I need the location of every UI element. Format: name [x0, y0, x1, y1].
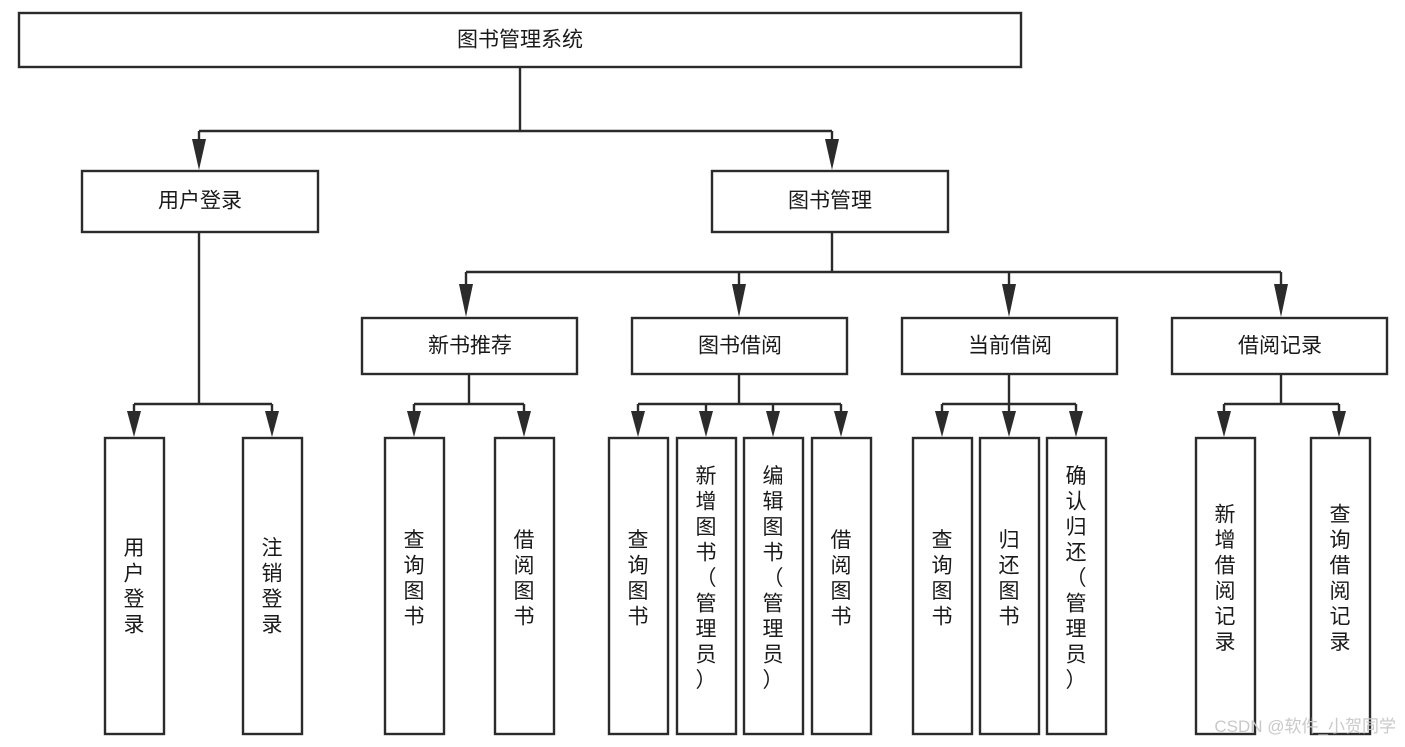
arrow-head-borrow-record	[1274, 284, 1288, 317]
arrow-head-leaf-cur-query-book	[935, 411, 949, 437]
arrow-head-leaf-rec-query-book	[407, 411, 421, 437]
node-current-borrow-label: 当前借阅	[968, 335, 1052, 358]
node-book-manage-label: 图书管理	[788, 190, 872, 213]
arrow-head-leaf-cur-return-book	[1002, 411, 1016, 437]
node-leaf-rec-borrow-book-box[interactable]	[493, 436, 556, 736]
node-leaf-borrow-add-book-box[interactable]	[675, 436, 738, 736]
arrow-head-book-borrow	[732, 284, 746, 317]
node-user-login-label: 用户登录	[158, 190, 242, 213]
arrow-head-leaf-cur-confirm-return	[1069, 411, 1083, 437]
node-leaf-borrow-query-book-label: 查询图书	[628, 529, 649, 629]
connector-layer	[127, 67, 1346, 437]
node-leaf-borrow-borrow-book-label: 借阅图书	[831, 529, 852, 629]
node-book-manage[interactable]: 图书管理	[710, 169, 950, 234]
node-leaf-cur-return-book-label: 归还图书	[999, 529, 1020, 629]
node-leaf-cur-query-book[interactable]: 查询图书	[911, 436, 974, 736]
arrow-head-leaf-borrow-edit-book	[766, 411, 780, 437]
csdn-watermark: CSDN @软件_小贺同学	[1214, 717, 1396, 736]
node-book-borrow-label: 图书借阅	[698, 335, 782, 358]
node-leaf-cur-confirm-return-label: 确认归还（管理员）	[1066, 465, 1087, 692]
node-leaf-user-login[interactable]: 用户登录	[103, 436, 166, 736]
node-leaf-cur-query-book-label: 查询图书	[932, 529, 953, 629]
node-leaf-rec-borrow-book-label: 借阅图书	[514, 529, 535, 629]
node-leaf-borrow-query-book-box[interactable]	[607, 436, 670, 736]
node-leaf-user-logout[interactable]: 注销登录	[241, 436, 304, 736]
node-book-borrow-box[interactable]	[630, 316, 849, 376]
node-leaf-rec-borrow-book[interactable]: 借阅图书	[493, 436, 556, 736]
node-book-manage-box[interactable]	[710, 169, 950, 234]
node-leaf-borrow-borrow-book-box[interactable]	[810, 436, 873, 736]
node-root-label: 图书管理系统	[457, 29, 583, 52]
node-book-borrow[interactable]: 图书借阅	[630, 316, 849, 376]
arrow-head-leaf-rec-borrow-book	[517, 411, 531, 437]
node-leaf-cur-confirm-return-box[interactable]	[1045, 436, 1108, 736]
node-leaf-cur-return-book[interactable]: 归还图书	[978, 436, 1041, 736]
node-leaf-cur-return-book-box[interactable]	[978, 436, 1041, 736]
node-borrow-record-label: 借阅记录	[1238, 335, 1322, 358]
node-leaf-user-logout-label: 注销登录	[262, 537, 283, 637]
arrow-head-user-login	[192, 139, 206, 170]
node-root-box[interactable]	[17, 11, 1023, 69]
node-leaf-borrow-edit-book[interactable]: 编辑图书（管理员）	[742, 436, 805, 736]
node-leaf-rec-query-record-box[interactable]	[1309, 436, 1372, 736]
node-leaf-user-login-box[interactable]	[103, 436, 166, 736]
node-leaf-rec-query-book-box[interactable]	[383, 436, 446, 736]
node-leaf-borrow-query-book[interactable]: 查询图书	[607, 436, 670, 736]
node-new-book-rec[interactable]: 新书推荐	[360, 316, 579, 376]
node-leaf-cur-query-book-box[interactable]	[911, 436, 974, 736]
node-leaf-borrow-add-book[interactable]: 新增图书（管理员）	[675, 436, 738, 736]
arrow-head-current-borrow	[1002, 284, 1016, 317]
node-leaf-rec-add-record-box[interactable]	[1194, 436, 1257, 736]
node-leaf-user-login-label: 用户登录	[124, 537, 145, 637]
node-leaf-rec-query-record-label: 查询借阅记录	[1330, 503, 1351, 654]
node-leaf-user-logout-box[interactable]	[241, 436, 304, 736]
node-leaf-borrow-add-book-label: 新增图书（管理员）	[696, 465, 717, 692]
arrow-head-leaf-rec-add-record	[1217, 411, 1231, 437]
arrow-head-new-book-rec	[459, 284, 473, 317]
node-borrow-record[interactable]: 借阅记录	[1170, 316, 1389, 376]
arrow-head-leaf-borrow-add-book	[699, 411, 713, 437]
node-leaf-rec-query-record[interactable]: 查询借阅记录	[1309, 436, 1372, 736]
arrow-head-leaf-borrow-query-book	[631, 411, 645, 437]
node-leaf-borrow-borrow-book[interactable]: 借阅图书	[810, 436, 873, 736]
node-leaf-rec-query-book[interactable]: 查询图书	[383, 436, 446, 736]
node-leaf-rec-add-record[interactable]: 新增借阅记录	[1194, 436, 1257, 736]
node-leaf-rec-add-record-label: 新增借阅记录	[1215, 503, 1236, 654]
node-current-borrow[interactable]: 当前借阅	[900, 316, 1119, 376]
arrow-head-leaf-borrow-borrow-book	[834, 411, 848, 437]
arrow-head-leaf-rec-query-record	[1332, 411, 1346, 437]
node-new-book-rec-label: 新书推荐	[428, 335, 512, 358]
node-leaf-cur-confirm-return[interactable]: 确认归还（管理员）	[1045, 436, 1108, 736]
node-leaf-borrow-edit-book-box[interactable]	[742, 436, 805, 736]
node-leaf-rec-query-book-label: 查询图书	[404, 529, 425, 629]
node-new-book-rec-box[interactable]	[360, 316, 579, 376]
node-borrow-record-box[interactable]	[1170, 316, 1389, 376]
node-root[interactable]: 图书管理系统	[17, 11, 1023, 69]
arrow-head-leaf-user-login	[127, 411, 141, 437]
node-user-login[interactable]: 用户登录	[80, 169, 320, 234]
arrow-head-leaf-user-logout	[265, 411, 279, 437]
arrow-head-book-manage	[825, 139, 839, 170]
node-user-login-box[interactable]	[80, 169, 320, 234]
node-leaf-borrow-edit-book-label: 编辑图书（管理员）	[763, 465, 784, 692]
node-current-borrow-box[interactable]	[900, 316, 1119, 376]
